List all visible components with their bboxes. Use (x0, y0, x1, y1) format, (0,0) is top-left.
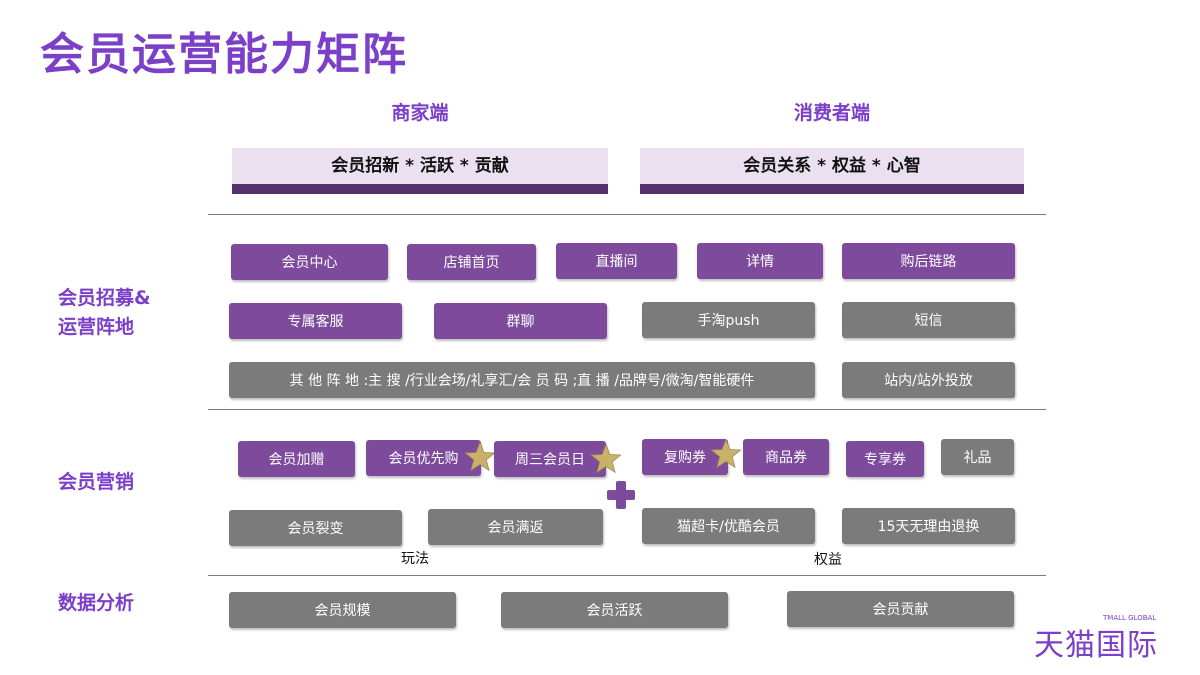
repurchase-coupon-button[interactable]: 复购券 (642, 439, 728, 475)
member-cashback-button[interactable]: 会员满返 (428, 509, 603, 545)
member-bonus-button[interactable]: 会员加赠 (238, 441, 355, 477)
member-referral-button[interactable]: 会员裂变 (229, 510, 402, 546)
plus-icon (607, 481, 635, 509)
member-priority-button[interactable]: 会员优先购 (366, 440, 481, 476)
live-room-button[interactable]: 直播间 (556, 243, 677, 279)
divider-middle (208, 409, 1046, 410)
merchant-heading: 商家端 (391, 102, 449, 124)
page-title: 会员运营能力矩阵 (40, 29, 408, 80)
consumer-banner-bar (640, 184, 1024, 194)
row-label-recruitment-line2: 运营阵地 (58, 316, 135, 338)
tmall-supermarket-youku-button[interactable]: 猫超卡/优酷会员 (642, 508, 815, 544)
divider-top (208, 214, 1046, 215)
star-icon (710, 438, 742, 469)
member-center-button[interactable]: 会员中心 (231, 244, 388, 280)
other-channels-button[interactable]: 其 他 阵 地 :主 搜 /行业会场/礼享汇/会 员 码 ;直 播 /品牌号/微… (229, 362, 815, 398)
row-label-marketing: 会员营销 (58, 471, 135, 493)
group-chat-button[interactable]: 群聊 (434, 303, 607, 339)
taobao-push-button[interactable]: 手淘push (642, 302, 815, 338)
member-scale-button[interactable]: 会员规模 (229, 592, 456, 628)
fifteen-day-return-button[interactable]: 15天无理由退换 (842, 508, 1015, 544)
note-gameplay: 玩法 (401, 551, 429, 567)
product-coupon-button[interactable]: 商品券 (743, 439, 829, 475)
row-label-data: 数据分析 (58, 592, 135, 614)
consumer-banner: 会员关系 * 权益 * 心智 (640, 148, 1024, 184)
logo-chinese: 天猫国际 (1034, 628, 1158, 663)
star-icon (590, 443, 622, 474)
onsite-offsite-ads-button[interactable]: 站内/站外投放 (842, 362, 1015, 398)
gift-button[interactable]: 礼品 (941, 439, 1014, 475)
star-icon (464, 441, 496, 472)
row-label-recruitment-line1: 会员招募& (58, 287, 151, 309)
merchant-banner: 会员招新 * 活跃 * 贡献 (232, 148, 608, 184)
member-contribution-button[interactable]: 会员贡献 (787, 591, 1014, 627)
sms-button[interactable]: 短信 (842, 302, 1015, 338)
note-benefits: 权益 (814, 552, 842, 568)
member-activity-button[interactable]: 会员活跃 (501, 592, 728, 628)
exclusive-coupon-button[interactable]: 专享券 (846, 441, 924, 477)
post-purchase-button[interactable]: 购后链路 (842, 243, 1015, 279)
merchant-banner-bar (232, 184, 608, 194)
wednesday-member-day-button[interactable]: 周三会员日 (494, 441, 606, 477)
detail-page-button[interactable]: 详情 (697, 243, 823, 279)
divider-bottom (208, 575, 1046, 576)
row-label-recruitment: 会员招募& 运营阵地 (58, 284, 151, 342)
consumer-heading: 消费者端 (793, 102, 870, 124)
exclusive-service-button[interactable]: 专属客服 (229, 303, 402, 339)
store-homepage-button[interactable]: 店铺首页 (407, 244, 536, 280)
logo-english: TMALL GLOBAL (1103, 614, 1157, 622)
